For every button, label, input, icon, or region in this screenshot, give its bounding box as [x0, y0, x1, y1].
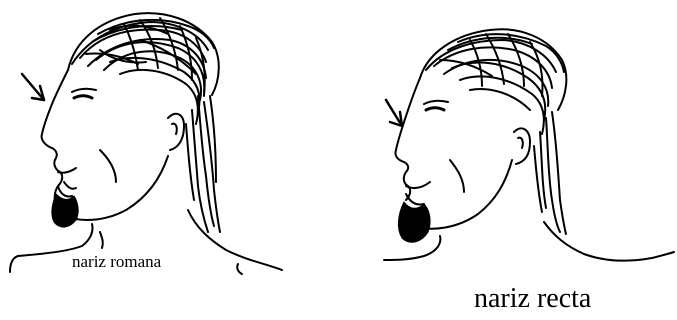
right-beard [398, 202, 430, 242]
caption-nariz-romana: nariz romana [72, 252, 161, 272]
left-beard [52, 194, 78, 227]
right-face [395, 78, 530, 229]
left-hair [68, 13, 220, 232]
caption-nariz-recta: nariz recta [474, 282, 591, 316]
right-head-sketch [384, 29, 674, 260]
right-arrow-icon [386, 100, 402, 126]
left-arrow-icon [22, 74, 44, 100]
left-head-sketch [10, 13, 282, 274]
left-face [42, 70, 184, 220]
right-hair [420, 29, 566, 234]
